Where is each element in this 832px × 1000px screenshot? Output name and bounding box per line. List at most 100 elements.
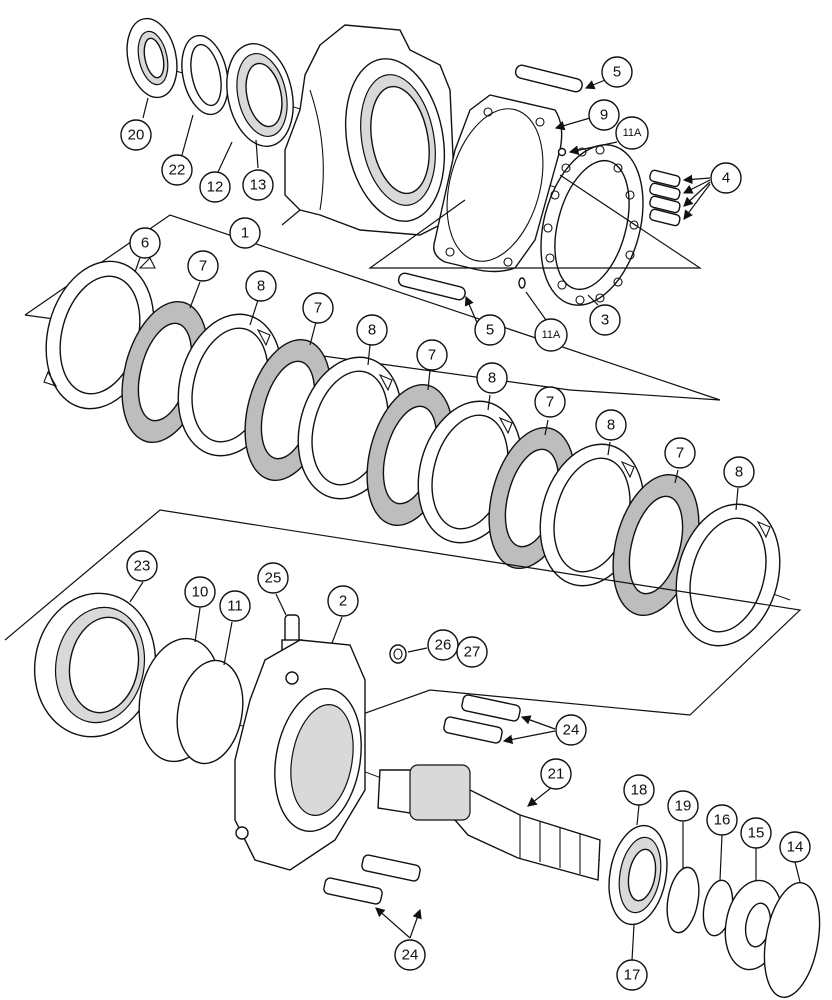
callout-6: 6 [129,227,161,259]
callout-7b: 7 [302,292,334,324]
callout-5-bottom: 5 [474,314,506,346]
callout-12: 12 [199,171,231,203]
callout-15: 15 [740,817,772,849]
part-pin-5-bottom [397,272,466,301]
callout-5-top: 5 [601,56,633,88]
callout-7b-label: 7 [314,300,322,317]
part-oring-11 [176,659,244,765]
part-plate-3 [540,144,644,306]
callout-21-label: 21 [548,766,565,783]
part-snap-ring-14 [763,882,821,998]
callout-15-label: 15 [748,825,765,842]
part-seal-20 [126,17,178,99]
part-shaft-21 [377,764,601,881]
callout-7a-label: 7 [199,258,207,275]
callout-14-label: 14 [787,839,804,856]
callout-19-label: 19 [675,798,692,815]
part-oring-11a-top [557,147,567,157]
callout-1-label: 1 [241,225,249,242]
callout-7a: 7 [187,250,219,282]
callout-24-lower: 24 [394,939,426,971]
callout-18-label: 18 [631,782,648,799]
callout-27-label: 27 [464,644,481,661]
callout-4-label: 4 [722,170,730,187]
part-plug-26 [389,644,407,664]
callout-9-label: 9 [600,107,608,124]
callout-13-label: 13 [250,177,267,194]
callout-8d: 8 [595,409,627,441]
callout-10: 10 [184,576,216,608]
part-housing-1 [284,24,456,236]
callout-7d-label: 7 [546,394,554,411]
callout-23-label: 23 [134,558,151,575]
callout-7c-label: 7 [428,347,436,364]
callout-7c: 7 [416,339,448,371]
callout-8e: 8 [723,456,755,488]
callout-7d: 7 [534,386,566,418]
part-seal-23 [33,592,157,738]
callout-11-label: 11 [227,598,243,615]
part-bolt-24a [461,694,521,722]
callout-5-top-label: 5 [613,64,621,81]
callout-20: 20 [120,119,152,151]
callout-23: 23 [126,550,158,582]
part-oring-11a-bottom [518,277,526,289]
part-ring-22 [181,34,229,116]
callout-2: 2 [327,585,359,617]
callout-5-bottom-label: 5 [486,322,494,339]
callout-27: 27 [456,636,488,668]
callout-11: 11 [219,590,251,622]
callout-1: 1 [229,217,261,249]
part-gasket-9 [433,94,563,273]
callout-8a: 8 [245,270,277,302]
part-bolt-24d [323,877,383,905]
part-separator-8c [417,400,523,544]
callout-13: 13 [242,169,274,201]
callout-11a-bottom: 11A [534,318,568,352]
callout-14: 14 [779,831,811,863]
callout-11a-bottom-label: 11A [542,329,561,341]
callout-26: 26 [427,629,459,661]
disc-pack-group [24,214,791,647]
callout-7e-label: 7 [676,445,684,462]
part-bolts-4 [649,169,681,227]
callout-24-upper: 24 [555,714,587,746]
callout-16-label: 16 [714,812,731,829]
callout-25-label: 25 [265,570,282,587]
bottom-assembly-group [4,509,821,998]
part-ring-19 [666,866,700,934]
part-housing-2 [234,639,366,871]
callout-9: 9 [588,99,620,131]
callout-11a-top-label: 11A [623,127,642,139]
callout-3: 3 [589,304,621,336]
callout-8c: 8 [476,362,508,394]
callout-22-label: 22 [169,162,186,179]
part-bolt-24c [361,854,421,882]
part-bearing-18 [608,824,668,926]
callout-10-label: 10 [192,584,209,601]
part-pin-5-top [514,64,583,93]
callout-8c-label: 8 [488,370,496,387]
callout-17: 17 [616,959,648,991]
callout-24-lower-label: 24 [402,947,419,964]
callout-24-upper-label: 24 [563,722,580,739]
callout-17-label: 17 [624,967,641,984]
callout-2-label: 2 [339,593,347,610]
callout-11a-top: 11A [615,116,649,150]
callout-22: 22 [161,154,193,186]
callout-20-label: 20 [128,127,145,144]
callout-8a-label: 8 [257,278,265,295]
callout-19: 19 [667,790,699,822]
part-bearing-12 [226,43,294,147]
callout-8e-label: 8 [735,464,743,481]
callout-7e: 7 [664,437,696,469]
plate-3-holes [543,145,639,305]
leader-lines [129,79,801,961]
callout-18: 18 [623,774,655,806]
callout-8b: 8 [356,314,388,346]
callout-4: 4 [710,162,742,194]
callout-labels: 20 22 12 13 1 5 9 11A 4 3 5 11A 6 7 8 7 … [120,56,811,991]
callout-21: 21 [540,758,572,790]
callout-26-label: 26 [435,637,452,654]
callout-16: 16 [706,804,738,836]
